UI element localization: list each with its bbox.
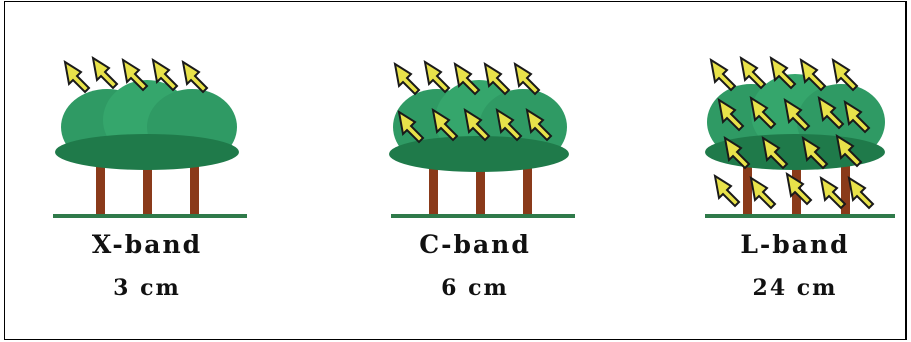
c-band-panel: C-band 6 cm [375, 2, 575, 341]
wavelength: 24 cm [695, 275, 895, 301]
figure-frame: X-band 3 cm [4, 1, 907, 340]
wavelength: 3 cm [47, 275, 247, 301]
l-band-panel: L-band 24 cm [695, 2, 895, 341]
wavelength: 6 cm [375, 275, 575, 301]
band-name: X-band [47, 230, 247, 259]
tree-icon [389, 80, 575, 216]
tree-icon [53, 80, 247, 216]
x-band-panel: X-band 3 cm [47, 2, 247, 341]
band-name: L-band [695, 230, 895, 259]
band-name: C-band [375, 230, 575, 259]
